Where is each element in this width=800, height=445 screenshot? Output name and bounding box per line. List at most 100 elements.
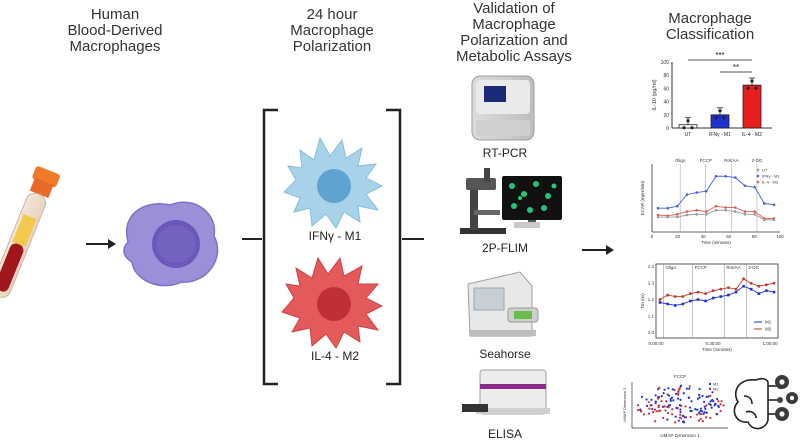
x-tick-label: 60 (726, 234, 732, 239)
data-point (705, 404, 708, 407)
data-point (696, 290, 700, 294)
y-tick-label: 1.1 (648, 314, 655, 319)
data-point (678, 403, 682, 407)
y-axis-label: Tm (ns) (640, 293, 645, 309)
data-point (695, 413, 699, 416)
x-tick-label: 0:00:00 (648, 341, 664, 346)
data-point (637, 408, 640, 412)
data-point (704, 299, 707, 303)
data-point (743, 210, 747, 213)
data-point (772, 290, 776, 294)
data-point (709, 416, 712, 420)
legend-label: UT (762, 168, 768, 173)
data-point (683, 416, 686, 419)
data-point (772, 218, 776, 222)
brain-gears-icon (733, 377, 783, 430)
data-point (660, 394, 663, 398)
data-point (681, 295, 685, 298)
x-tick-label: 100 (776, 234, 784, 239)
m1-label: IFNγ - M1 (308, 229, 362, 243)
x-tick-label: IL-4 - M2 (742, 132, 762, 138)
data-point (651, 407, 654, 411)
data-point (679, 384, 683, 387)
data-point (722, 404, 725, 407)
data-point (658, 386, 661, 389)
data-point (666, 418, 669, 421)
x-axis-label: Time (minutes) (701, 240, 731, 245)
data-point (750, 79, 754, 83)
monitor-icon (502, 176, 562, 228)
data-point (719, 295, 723, 298)
data-point (660, 399, 663, 403)
data-point (708, 402, 711, 405)
annotation-label: Rot/AA (726, 265, 740, 270)
data-point (698, 393, 701, 397)
data-point (743, 184, 747, 188)
y-tick-label: 1.4 (648, 264, 655, 269)
data-point (746, 86, 750, 90)
data-point (677, 389, 680, 392)
data-point (705, 416, 708, 419)
x-axis-label: UMAP Dimension 1 (660, 433, 700, 438)
data-point (673, 388, 676, 391)
data-point (686, 119, 690, 123)
data-point (690, 126, 694, 130)
data-point (656, 388, 660, 391)
annotation-label: FCCP (695, 265, 707, 270)
data-point (679, 398, 682, 401)
data-point (657, 397, 660, 400)
data-point (665, 400, 668, 403)
data-point (727, 286, 730, 290)
legend-marker (708, 382, 712, 386)
data-point (639, 408, 642, 411)
data-point (647, 412, 651, 415)
data-point (679, 410, 682, 414)
heading-line: Polarization (292, 38, 372, 55)
x-tick-label: 0 (651, 234, 654, 239)
heading-line: Polarization and (460, 32, 568, 49)
data-point (652, 411, 655, 414)
data-point (674, 415, 677, 418)
x-tick-label: 1:00:00 (762, 341, 778, 346)
data-point (653, 408, 657, 411)
data-point (698, 411, 701, 414)
data-point (696, 298, 700, 301)
heading-line: Classification (665, 26, 755, 43)
data-point (688, 387, 691, 390)
data-point (697, 419, 701, 422)
bar (710, 114, 730, 129)
data-point (671, 413, 674, 416)
blood-tube-icon (0, 166, 60, 298)
data-point (753, 213, 756, 216)
data-point (667, 405, 670, 409)
m2-label: IL-4 - M2 (310, 349, 359, 363)
data-point (699, 407, 702, 410)
x-tick-label: 40 (701, 234, 707, 239)
data-point (734, 206, 737, 209)
data-point (695, 208, 698, 212)
data-point (757, 284, 761, 288)
data-point (662, 416, 665, 419)
data-point (724, 208, 727, 212)
arrow-icon (582, 245, 614, 255)
gear-icon (775, 375, 798, 421)
heading-validation-assays: Validation of Macrophage Polarization an… (434, 1, 594, 65)
x-tick-label: 0:30:00 (705, 341, 721, 346)
heading-line: Macrophage (668, 10, 752, 27)
data-point (743, 213, 747, 216)
data-point (702, 400, 706, 403)
data-point (711, 399, 714, 402)
data-point (678, 416, 681, 419)
legend-label: M2 (713, 387, 719, 392)
y-tick-label: 80 (663, 73, 669, 79)
data-point (753, 185, 756, 189)
right-bracket (386, 108, 402, 386)
data-point (689, 409, 692, 413)
data-point (717, 400, 720, 403)
data-point (679, 413, 682, 416)
data-point (673, 295, 677, 298)
data-point (689, 415, 692, 419)
data-point (701, 420, 704, 423)
assay-rt-pcr-label: RT-PCR (482, 146, 528, 160)
